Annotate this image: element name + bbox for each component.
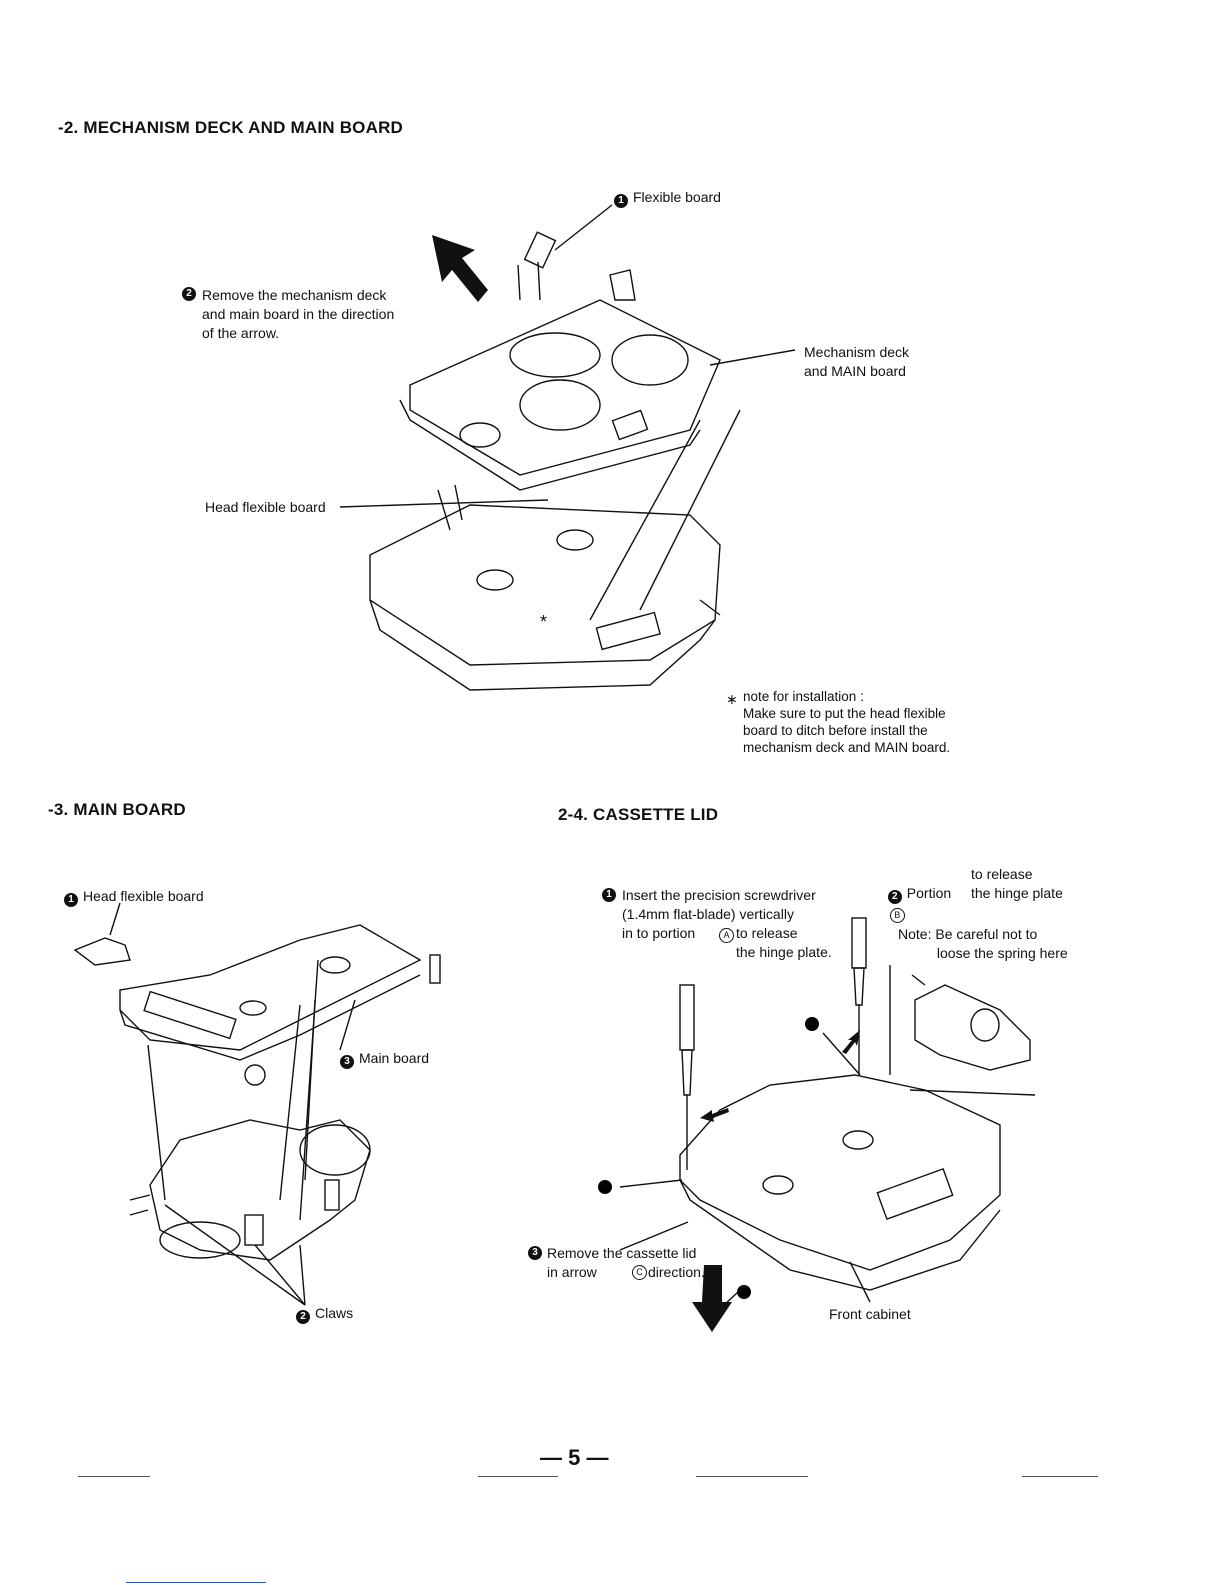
page-number: — 5 — [540,1445,609,1470]
step-number-icon: 1 [602,888,616,902]
mark-a: A [600,1180,607,1190]
mechanism-deck-label: Mechanism deck and MAIN board [804,344,910,379]
step-number-icon: 1 [614,194,628,208]
footer-rule [126,1582,266,1583]
svg-text:*: * [540,612,547,632]
circled-c-icon: C [632,1265,647,1280]
step-number-icon: 1 [64,893,78,907]
step-number-icon: 2 [296,1310,310,1324]
spring-caution-note: Note: Be careful not to loose the spring… [898,926,1068,961]
footer-rule [1022,1476,1098,1477]
head-flexible-board-label: Head flexible board [205,499,326,515]
heading-cassette-lid: 2-4. CASSETTE LID [558,805,719,824]
step1-insert-screwdriver-label: 1 Insert the precision screwdriver (1.4m… [602,886,816,981]
step-number-icon: 2 [182,287,196,301]
step-number-icon: 2 [887,890,902,904]
step3-remove-lid-label: 3 Remove the cassette lid in arrow C dir… [528,1244,705,1339]
heading-main-board: -3. MAIN BOARD [48,800,186,819]
step2-release-hinge-label: to release the hinge plate [971,866,1063,901]
step1-release-hinge-label: to release the hinge plate. [736,925,832,960]
footer-rule [696,1476,808,1477]
heading-mechanism-deck-main-board: -2. MECHANISM DECK AND MAIN BOARD [58,118,404,137]
front-cabinet-label: Front cabinet [829,1306,911,1322]
footer-rule [478,1476,558,1477]
circled-b-icon: B [889,908,905,923]
installation-note: note for installation : Make sure to put… [743,689,951,755]
circled-a-icon: A [719,928,734,943]
step-number-icon: 3 [340,1055,354,1069]
footer-rule [78,1476,150,1477]
installation-note-star: ∗ [726,691,738,707]
mark-b: B [808,1017,815,1027]
mark-c: C [740,1285,747,1295]
mechanism-deck-illustration: * [339,204,796,691]
step-number-icon: 3 [528,1246,542,1260]
